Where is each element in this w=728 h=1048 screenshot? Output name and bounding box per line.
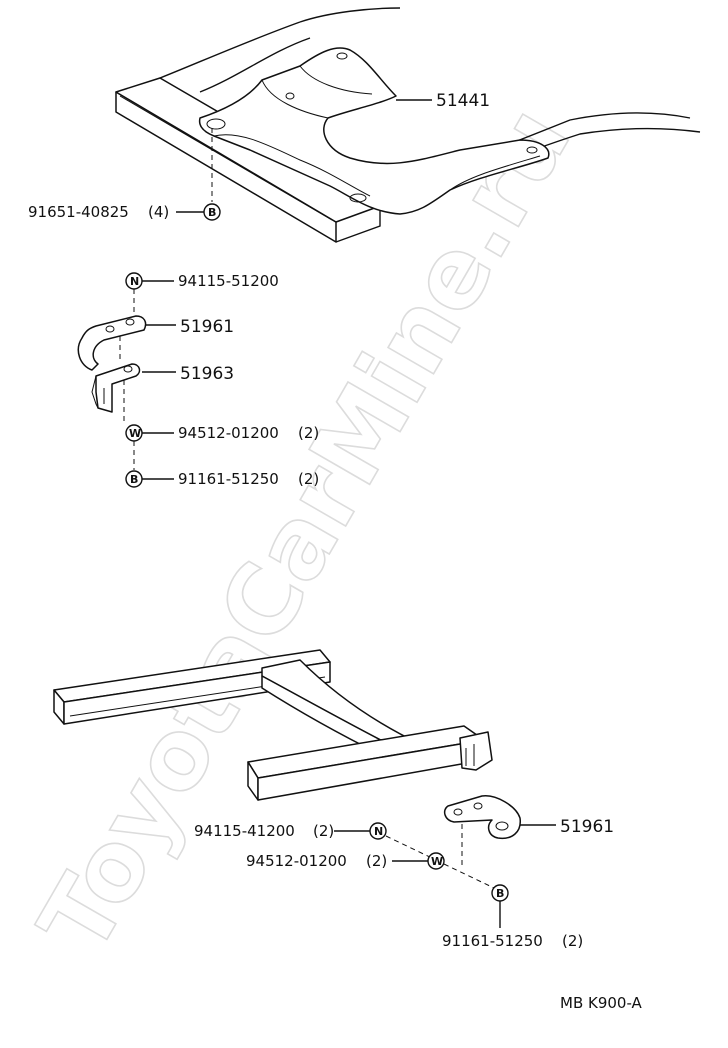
label-91161-51250-bottom: 91161-51250 <box>442 932 543 950</box>
qty-94512-top: (2) <box>298 424 319 442</box>
label-94512-01200-bottom: 94512-01200 <box>246 852 347 870</box>
nut-symbol-text: N <box>374 825 383 838</box>
label-94115-51200: 94115-51200 <box>178 272 279 290</box>
under-cover-51441 <box>198 47 550 215</box>
label-51441: 51441 <box>436 91 490 111</box>
label-51961-bottom: 51961 <box>560 817 614 837</box>
bolt-symbol-text: B <box>496 887 504 900</box>
label-94115-41200: 94115-41200 <box>194 822 295 840</box>
qty-94512-bottom: (2) <box>366 852 387 870</box>
dashed-washer-bolt <box>443 863 495 889</box>
frame-rear <box>53 649 493 801</box>
washer-symbol-text: W <box>431 855 443 868</box>
label-51963: 51963 <box>180 364 234 384</box>
nut-symbol-text: N <box>130 275 139 288</box>
qty-94115-bottom: (2) <box>313 822 334 840</box>
qty-91161-bottom: (2) <box>562 932 583 950</box>
label-94512-01200-top: 94512-01200 <box>178 424 279 442</box>
washer-symbol-text: W <box>129 427 141 440</box>
hook-stack: N 94115-51200 51961 51963 W 94512-01200 … <box>77 272 319 488</box>
dashed-nut-washer <box>385 835 437 861</box>
label-91651-40825: 91651-40825 <box>28 203 129 221</box>
bracket-51963 <box>95 363 141 413</box>
qty-91651: (4) <box>148 203 169 221</box>
towing-hook-51961-top <box>77 315 147 371</box>
diagram-code: MB K900-A <box>560 994 643 1012</box>
label-91161-51250-top: 91161-51250 <box>178 470 279 488</box>
label-51961-top: 51961 <box>180 317 234 337</box>
qty-91161-top: (2) <box>298 470 319 488</box>
bolt-symbol-text: B <box>130 473 138 486</box>
towing-hook-51961-bottom <box>443 795 521 840</box>
bolt-symbol-text: B <box>208 206 216 219</box>
